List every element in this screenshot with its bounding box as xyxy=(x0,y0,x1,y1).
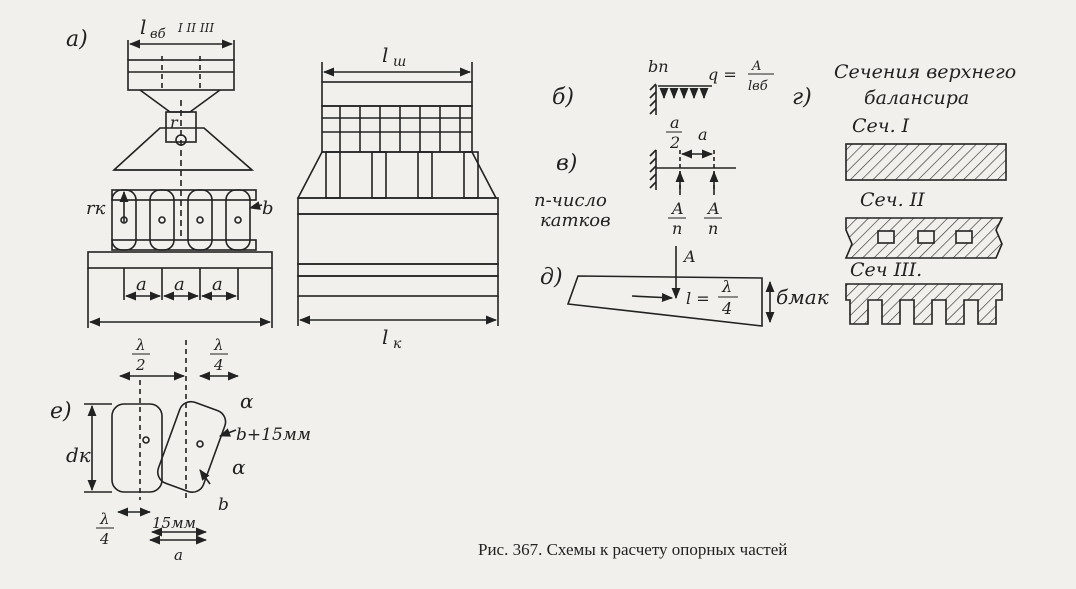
label-four-e-2: 4 xyxy=(99,530,110,548)
dim-l-k: l xyxy=(382,325,388,349)
dim-l-vb-sub: вб xyxy=(150,27,166,42)
label-b-e: b xyxy=(218,495,229,515)
section-1-label: Сеч. I xyxy=(852,115,910,137)
label-r: r xyxy=(170,113,179,132)
label-four-d: 4 xyxy=(721,299,732,318)
label-two-e: 2 xyxy=(135,356,146,374)
sections-diagram xyxy=(844,143,1007,325)
label-b-plus: b+15мм xyxy=(236,425,311,445)
section-marks: I II III xyxy=(177,21,214,35)
dim-a-1: a xyxy=(136,274,147,295)
label-q-eq: q = xyxy=(708,65,737,84)
load-diagram xyxy=(649,83,712,115)
label-a-over-n-1-den: n xyxy=(672,219,682,238)
dim-a-2: a xyxy=(174,274,185,295)
label-A: A xyxy=(682,247,696,266)
label-a-over-n-2-num: A xyxy=(706,199,720,218)
label-b: b xyxy=(262,198,274,219)
stress-diagram xyxy=(566,246,775,327)
label-fig-a: а) xyxy=(66,27,88,52)
support-side-view xyxy=(296,62,499,326)
label-lambda-e-1: λ xyxy=(135,336,146,354)
label-alpha-2: α xyxy=(232,455,246,479)
sections-title-2: балансира xyxy=(864,87,969,109)
sections-title-1: Сечения верхнего xyxy=(834,61,1016,83)
label-lambda-d: λ xyxy=(721,277,732,296)
section-2-label: Сеч. II xyxy=(860,189,925,211)
label-lambda-e-3: λ xyxy=(99,510,110,528)
label-alpha-1: α xyxy=(240,389,254,413)
label-fig-b: б) xyxy=(552,85,574,110)
label-d-k: dк xyxy=(66,443,91,467)
label-bn: bп xyxy=(648,57,669,76)
dim-l-vb: l xyxy=(140,15,146,39)
label-fig-v: в) xyxy=(556,151,577,176)
roller-geometry-diagram xyxy=(84,340,240,545)
dim-l-sh-sub: ш xyxy=(393,54,406,70)
label-lambda-e-2: λ xyxy=(213,336,224,354)
figure-caption: Рис. 367. Схемы к расчету опорных частей xyxy=(478,540,788,559)
label-a-half-den: 2 xyxy=(669,133,680,152)
label-four-e-1: 4 xyxy=(213,356,224,374)
label-a-half-num: a xyxy=(670,113,680,132)
label-a-over-n-1-num: A xyxy=(670,199,684,218)
dim-l-sh: l xyxy=(382,43,388,67)
dim-l-k-sub: к xyxy=(393,336,402,352)
label-fig-d: д) xyxy=(540,265,563,290)
label-a-over-n-2-den: n xyxy=(708,219,718,238)
label-q-num: A xyxy=(751,59,761,74)
section-3-label: Сеч III. xyxy=(850,259,922,281)
support-front-view xyxy=(87,39,273,328)
cantilever-diagram xyxy=(649,149,736,195)
label-n-number-1: n-число xyxy=(534,190,607,211)
label-sigma-max: бмак xyxy=(776,285,829,309)
label-fig-g: г) xyxy=(792,85,812,110)
label-tau-eq: l = xyxy=(686,289,710,308)
label-a-e: a xyxy=(174,546,183,564)
label-fig-e: е) xyxy=(50,399,72,424)
dim-a-3: a xyxy=(212,274,223,295)
label-r-k: rк xyxy=(86,198,106,219)
label-q-den: lвб xyxy=(748,79,768,94)
label-n-number-2: катков xyxy=(540,210,611,231)
label-15mm: 15мм xyxy=(152,514,196,532)
label-a-v: a xyxy=(698,125,708,144)
